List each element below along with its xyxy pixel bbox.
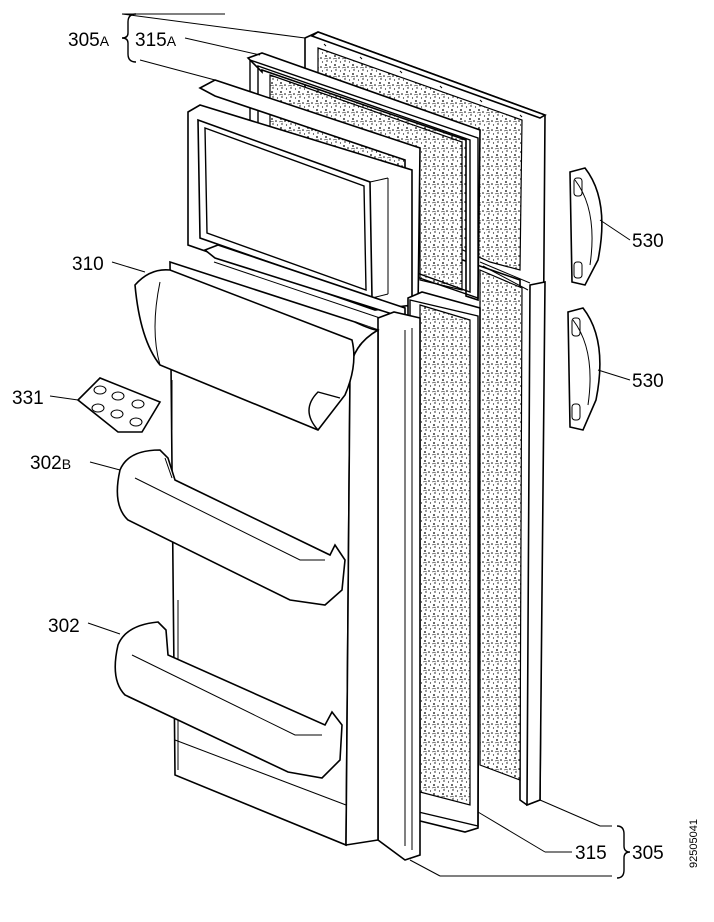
label-530-bottom: 530 <box>632 371 664 392</box>
label-302b: 302B <box>30 453 71 474</box>
callout-labels: 305A 315A 310 331 302B 302 530 530 315 3… <box>12 30 700 868</box>
drawing-code: 92505041 <box>688 819 700 868</box>
door-handle-upper <box>569 167 603 286</box>
label-305a: 305A <box>68 30 110 51</box>
leader-lines <box>49 13 631 877</box>
label-302: 302 <box>48 616 80 637</box>
lower-door-frame <box>407 291 481 833</box>
label-315: 315 <box>575 843 607 864</box>
door-shelf-lower <box>114 621 343 779</box>
egg-tray <box>76 377 162 433</box>
dairy-compartment-flap <box>134 268 355 431</box>
label-braces <box>121 13 631 879</box>
door-shelf-upper <box>116 449 346 606</box>
door-handle-lower <box>567 307 601 431</box>
label-315a: 315A <box>135 30 177 51</box>
upper-inner-liner <box>187 79 421 320</box>
label-331: 331 <box>12 388 44 409</box>
label-310: 310 <box>72 254 104 275</box>
label-305: 305 <box>632 843 664 864</box>
label-530-top: 530 <box>632 231 664 252</box>
